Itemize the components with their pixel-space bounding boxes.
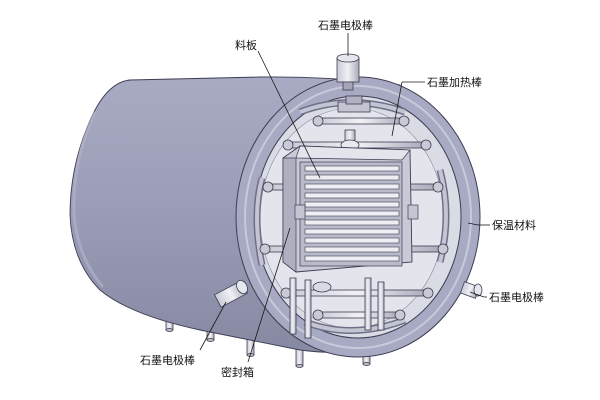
material-plates	[304, 165, 400, 262]
rod-end-nuts	[259, 115, 449, 321]
label-insulation: 保温材料	[492, 218, 536, 232]
top-electrode	[336, 53, 360, 91]
top-bracket	[337, 95, 371, 113]
left-electrode	[213, 279, 249, 308]
label-sealed-box: 密封箱	[221, 365, 254, 379]
side-clips	[294, 204, 419, 220]
leader-lines	[199, 33, 490, 363]
label-electrode-left: 石墨电极棒	[140, 353, 195, 367]
label-material-plate: 料板	[235, 38, 257, 52]
label-electrode-right: 石墨电极棒	[489, 290, 544, 304]
label-heating-rod: 石墨加热棒	[427, 75, 482, 89]
label-electrode-top: 石墨电极棒	[318, 18, 373, 32]
right-electrode	[459, 281, 483, 299]
